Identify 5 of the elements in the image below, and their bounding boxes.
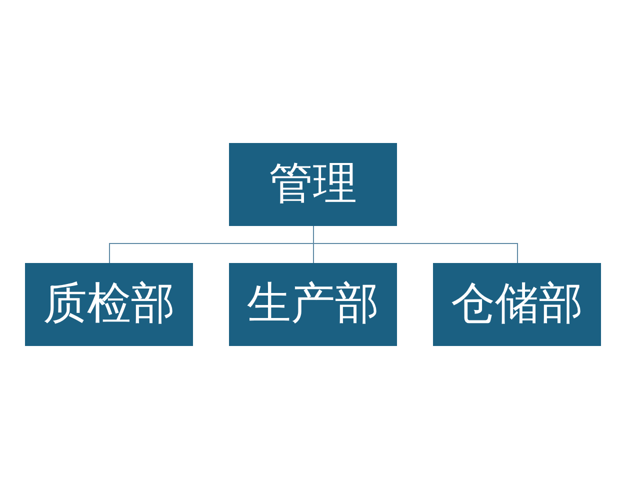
- org-box: 仓储部: [433, 263, 601, 346]
- connector-line: [313, 226, 518, 264]
- org-box: 生产部: [229, 263, 397, 346]
- org-box: 管理: [229, 143, 397, 226]
- org-box: 质检部: [25, 263, 193, 346]
